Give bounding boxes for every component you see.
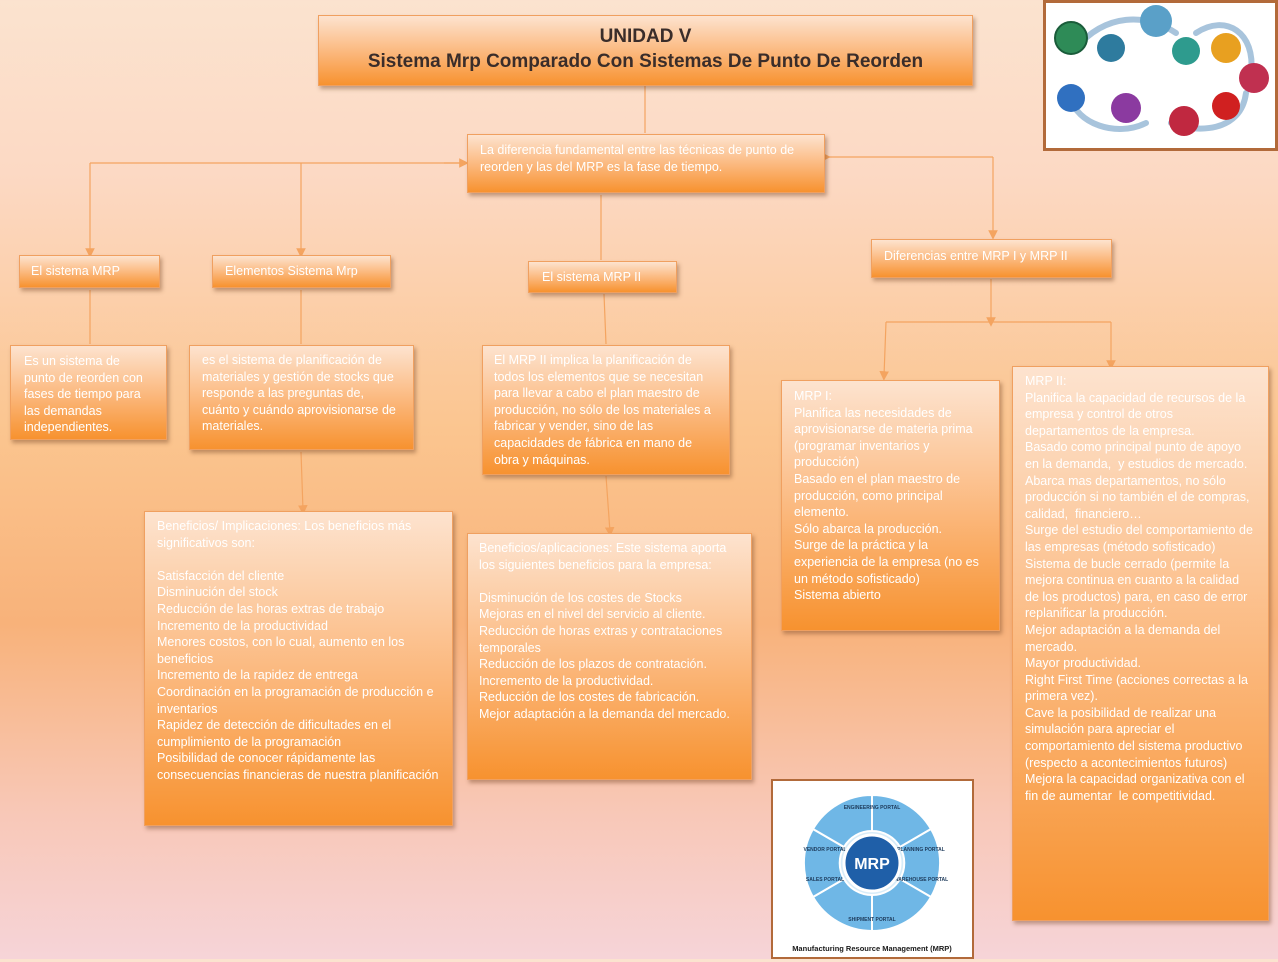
- title-line-1: UNIDAD V: [599, 26, 692, 47]
- cycle-node-3: [1140, 5, 1172, 37]
- cycle-node-1: [1054, 21, 1088, 55]
- connector-to-mrp1: [879, 321, 889, 381]
- cycle-node-6: [1239, 63, 1269, 93]
- segment-label-planning: PLANNING PORTAL: [897, 847, 945, 853]
- mrp1-detail: MRP I: Planifica las necesidades de apro…: [781, 380, 1000, 631]
- mrp2-description: El MRP II implica la planificación de to…: [482, 345, 730, 475]
- elementos-description: es el sistema de planificación de materi…: [189, 345, 414, 450]
- cycle-node-8: [1111, 93, 1141, 123]
- node-sistema-mrp: El sistema MRP: [19, 255, 160, 288]
- title-box: UNIDAD V Sistema Mrp Comparado Con Siste…: [318, 15, 973, 86]
- cycle-node-9: [1169, 106, 1199, 136]
- cycle-node-5: [1211, 33, 1241, 63]
- elementos-benefits: Beneficios/ Implicaciones: Los beneficio…: [144, 511, 453, 826]
- title-line-2: Sistema Mrp Comparado Con Sistemas De Pu…: [367, 51, 924, 72]
- wheel-center: [842, 833, 902, 893]
- wheel-center-label: MRP: [854, 856, 890, 873]
- mrp2-description-text: El MRP II implica la planificación de to…: [494, 353, 715, 467]
- segment-label-warehouse: WAREHOUSE PORTAL: [894, 877, 948, 883]
- process-cycle-image: [1043, 0, 1278, 151]
- elementos-benefits-text: Beneficios/ Implicaciones: Los beneficio…: [157, 519, 439, 782]
- connector-mrp2-desc: [603, 293, 607, 345]
- segment-label-engineering: ENGINEERING PORTAL: [844, 805, 901, 811]
- mrp2-detail: MRP II: Planifica la capacidad de recurs…: [1012, 366, 1269, 921]
- cycle-node-10: [1212, 92, 1240, 120]
- mrp2-detail-text: MRP II: Planifica la capacidad de recurs…: [1025, 374, 1253, 803]
- sistema-mrp-description-text: Es un sistema de punto de reorden con fa…: [24, 354, 147, 435]
- mrp2-benefits: Beneficios/aplicaciones: Este sistema ap…: [467, 533, 752, 780]
- process-cycle-illustration: [1054, 5, 1269, 136]
- connector-elementos-benefits: [298, 451, 308, 515]
- node-diferencias: Diferencias entre MRP I y MRP II: [871, 239, 1112, 278]
- center-node: La diferencia fundamental entre las técn…: [467, 134, 825, 193]
- wheel-segments: [802, 793, 942, 933]
- node-sistema-mrp-label: El sistema MRP: [31, 264, 120, 278]
- cycle-node-2: [1097, 34, 1125, 62]
- cycle-node-7: [1057, 84, 1085, 112]
- segment-label-shipment: SHIPMENT PORTAL: [848, 917, 895, 923]
- mrp1-detail-text: MRP I: Planifica las necesidades de apro…: [794, 389, 979, 603]
- page-title: UNIDAD V Sistema Mrp Comparado Con Siste…: [319, 16, 972, 74]
- node-mrp2-label: El sistema MRP II: [542, 270, 642, 284]
- wheel-caption: Manufacturing Resource Management (MRP): [792, 944, 952, 953]
- sistema-mrp-description: Es un sistema de punto de reorden con fa…: [10, 345, 167, 440]
- elementos-description-text: es el sistema de planificación de materi…: [202, 353, 400, 434]
- node-elementos: Elementos Sistema Mrp: [212, 255, 391, 288]
- segment-label-sales: SALES PORTAL: [806, 877, 844, 883]
- connector-mrp2-benefits: [604, 475, 615, 537]
- segment-label-vendor: VENDOR PORTAL: [804, 847, 847, 853]
- cycle-node-4: [1172, 37, 1200, 65]
- center-node-text: La diferencia fundamental entre las técn…: [480, 143, 798, 174]
- node-diferencias-label: Diferencias entre MRP I y MRP II: [884, 249, 1068, 263]
- segment-vendor: [811, 793, 873, 849]
- node-mrp2: El sistema MRP II: [528, 261, 677, 293]
- mrp-wheel-image: ENGINEERING PORTAL PLANNING PORTAL WAREH…: [771, 779, 974, 959]
- mrp-wheel-diagram: ENGINEERING PORTAL PLANNING PORTAL WAREH…: [792, 793, 952, 953]
- mrp2-benefits-text: Beneficios/aplicaciones: Este sistema ap…: [479, 541, 730, 721]
- node-elementos-label: Elementos Sistema Mrp: [225, 264, 358, 278]
